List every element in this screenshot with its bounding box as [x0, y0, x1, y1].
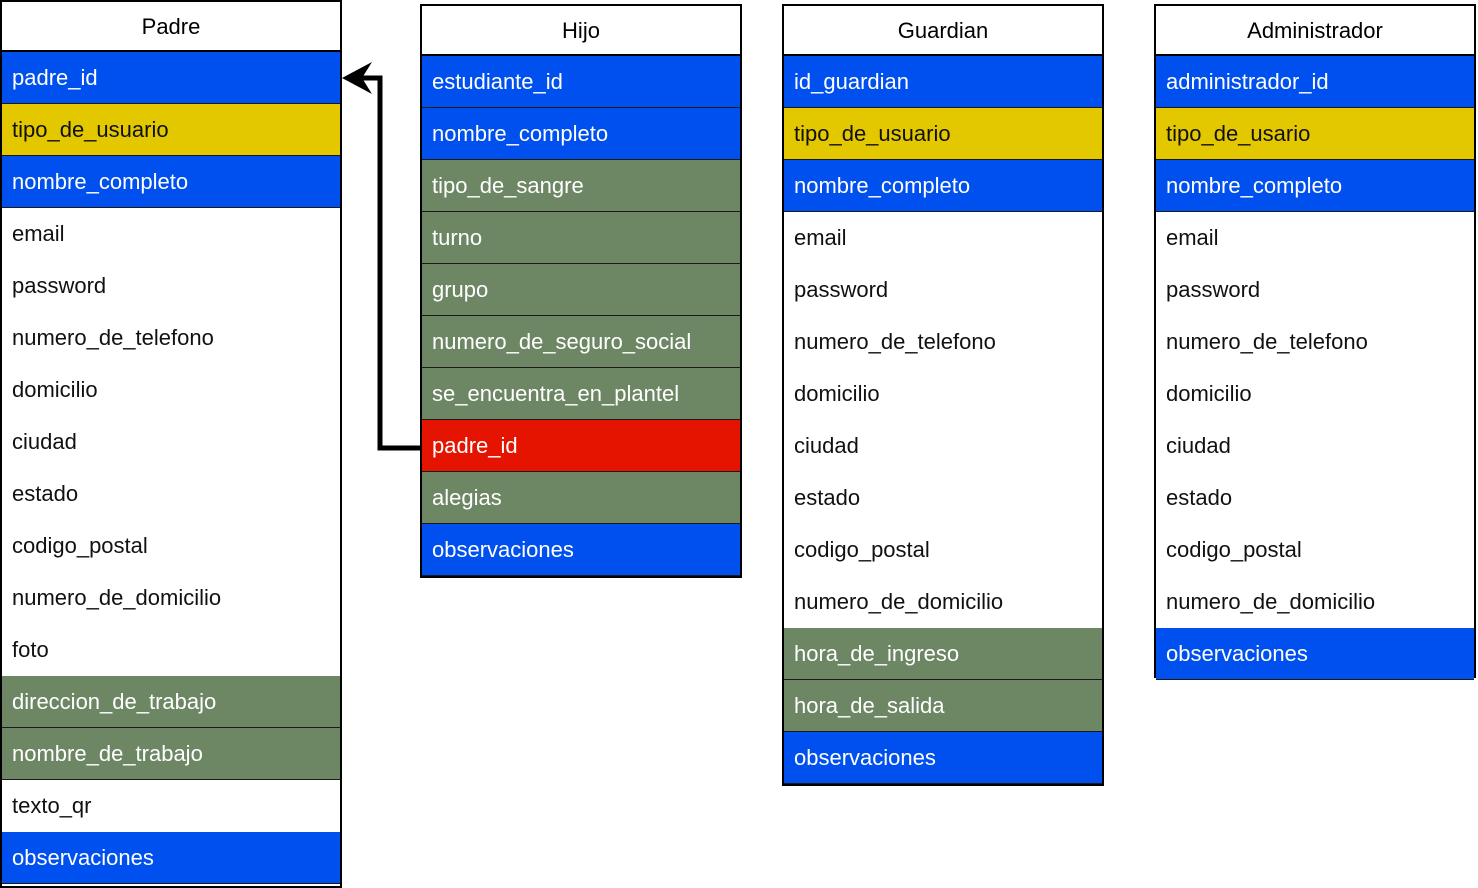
- field-observaciones: observaciones: [2, 832, 340, 884]
- field-administrador-id: administrador_id: [1156, 56, 1474, 108]
- field-estado: estado: [2, 468, 340, 520]
- field-domicilio: domicilio: [784, 368, 1102, 420]
- field-numero-de-domicilio: numero_de_domicilio: [2, 572, 340, 624]
- field-codigo-postal: codigo_postal: [784, 524, 1102, 576]
- field-observaciones: observaciones: [422, 524, 740, 576]
- field-se-encuentra-en-plantel: se_encuentra_en_plantel: [422, 368, 740, 420]
- field-domicilio: domicilio: [1156, 368, 1474, 420]
- field-ciudad: ciudad: [2, 416, 340, 468]
- field-observaciones: observaciones: [1156, 628, 1474, 680]
- field-nombre-completo: nombre_completo: [2, 156, 340, 208]
- field-numero-de-telefono: numero_de_telefono: [784, 316, 1102, 368]
- arrow-head-icon: [342, 62, 372, 94]
- field-id-guardian: id_guardian: [784, 56, 1102, 108]
- field-email: email: [2, 208, 340, 260]
- field-nombre-completo: nombre_completo: [784, 160, 1102, 212]
- field-password: password: [2, 260, 340, 312]
- field-numero-de-telefono: numero_de_telefono: [1156, 316, 1474, 368]
- field-hora-de-ingreso: hora_de_ingreso: [784, 628, 1102, 680]
- field-grupo: grupo: [422, 264, 740, 316]
- field-nombre-completo: nombre_completo: [1156, 160, 1474, 212]
- field-hora-de-salida: hora_de_salida: [784, 680, 1102, 732]
- field-tipo-de-usario: tipo_de_usario: [1156, 108, 1474, 160]
- field-numero-de-domicilio: numero_de_domicilio: [784, 576, 1102, 628]
- field-tipo-de-usuario: tipo_de_usuario: [784, 108, 1102, 160]
- field-tipo-de-sangre: tipo_de_sangre: [422, 160, 740, 212]
- field-nombre-completo: nombre_completo: [422, 108, 740, 160]
- field-estado: estado: [1156, 472, 1474, 524]
- field-numero-de-seguro-social: numero_de_seguro_social: [422, 316, 740, 368]
- field-padre-id: padre_id: [422, 420, 740, 472]
- field-direccion-de-trabajo: direccion_de_trabajo: [2, 676, 340, 728]
- field-observaciones: observaciones: [784, 732, 1102, 784]
- field-password: password: [784, 264, 1102, 316]
- field-codigo-postal: codigo_postal: [1156, 524, 1474, 576]
- field-email: email: [1156, 212, 1474, 264]
- field-estudiante-id: estudiante_id: [422, 56, 740, 108]
- field-tipo-de-usuario: tipo_de_usuario: [2, 104, 340, 156]
- entity-title: Padre: [2, 2, 340, 52]
- field-padre-id: padre_id: [2, 52, 340, 104]
- field-estado: estado: [784, 472, 1102, 524]
- entity-title: Administrador: [1156, 6, 1474, 56]
- field-numero-de-telefono: numero_de_telefono: [2, 312, 340, 364]
- field-ciudad: ciudad: [1156, 420, 1474, 472]
- field-ciudad: ciudad: [784, 420, 1102, 472]
- field-foto: foto: [2, 624, 340, 676]
- field-texto-qr: texto_qr: [2, 780, 340, 832]
- field-codigo-postal: codigo_postal: [2, 520, 340, 572]
- field-domicilio: domicilio: [2, 364, 340, 416]
- entity-title: Guardian: [784, 6, 1102, 56]
- field-numero-de-domicilio: numero_de_domicilio: [1156, 576, 1474, 628]
- field-alegias: alegias: [422, 472, 740, 524]
- relation-line: [352, 75, 420, 451]
- entity-title: Hijo: [422, 6, 740, 56]
- field-turno: turno: [422, 212, 740, 264]
- field-nombre-de-trabajo: nombre_de_trabajo: [2, 728, 340, 780]
- field-email: email: [784, 212, 1102, 264]
- field-password: password: [1156, 264, 1474, 316]
